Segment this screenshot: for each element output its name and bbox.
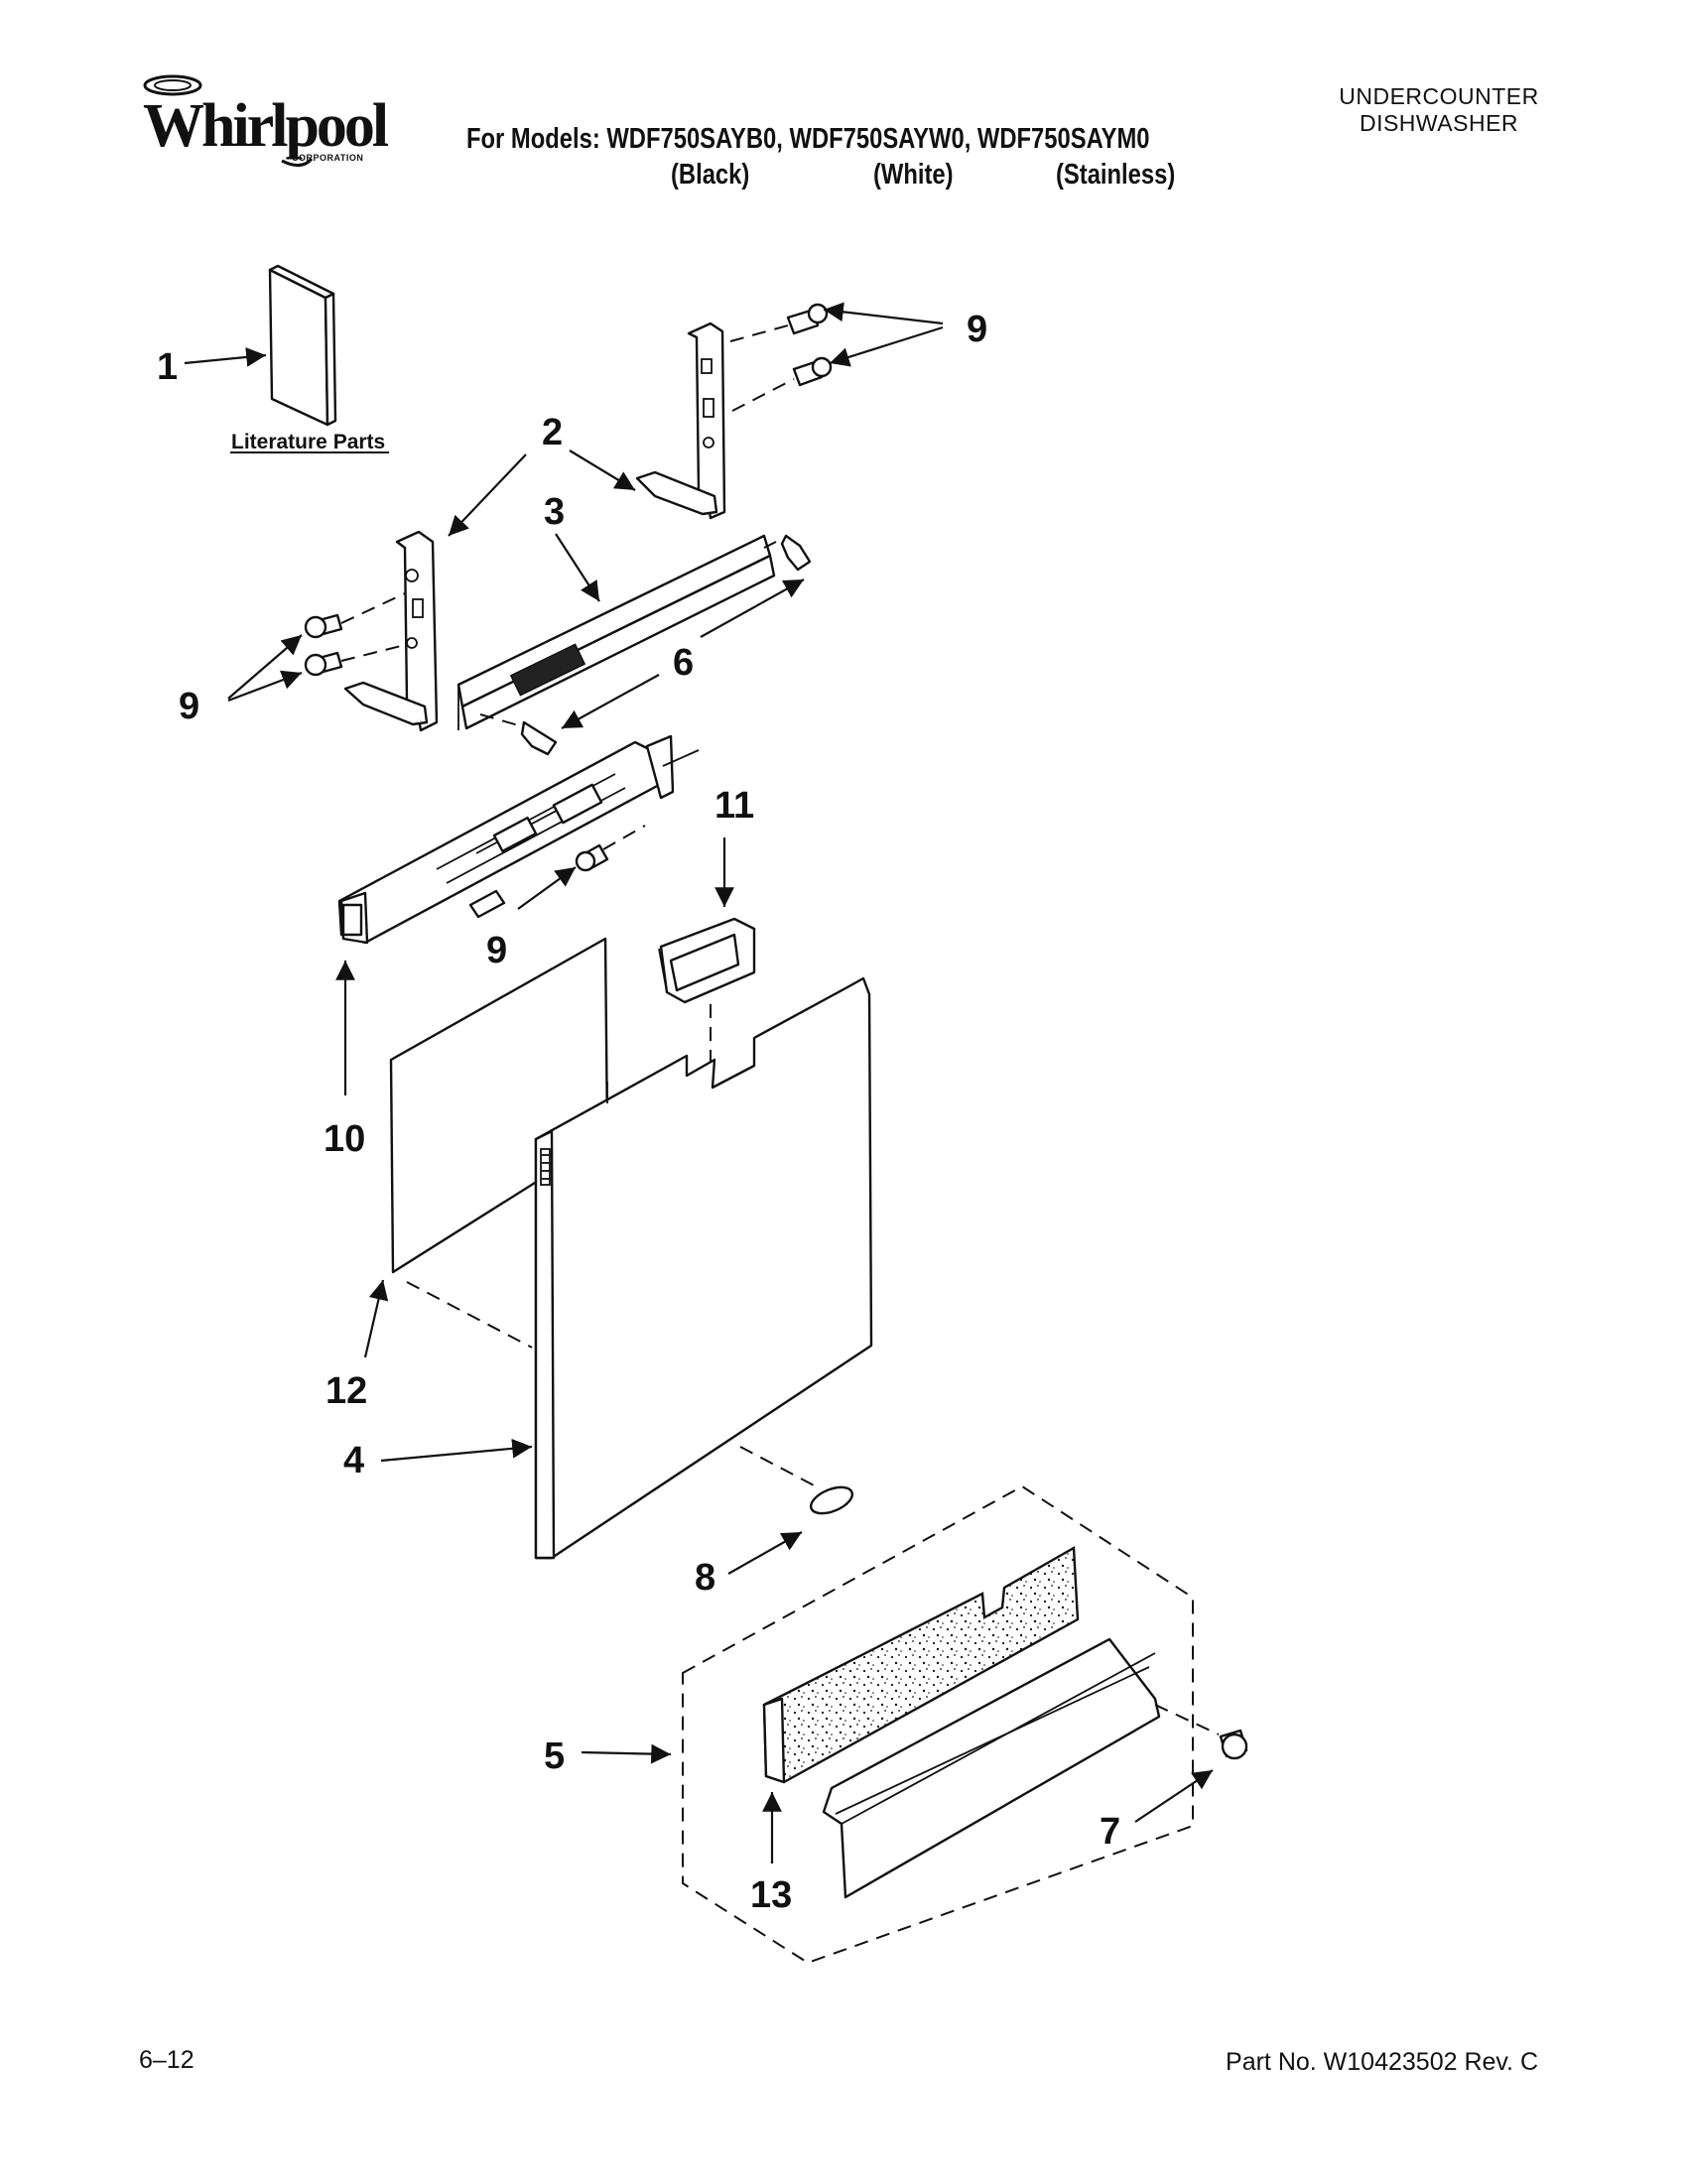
leader-8: [727, 1531, 803, 1575]
leader-9a-1: [823, 302, 944, 325]
leader-6b: [561, 674, 660, 729]
callout-9-top: 9: [967, 309, 987, 350]
callout-7: 7: [1100, 1811, 1120, 1853]
color-label-stainless: (Stainless): [1056, 159, 1176, 191]
toe-panel-assembly-outline: [682, 1484, 1194, 1965]
callout-1: 1: [157, 346, 178, 388]
leader-9a-2: [829, 325, 944, 367]
screw-6b: [479, 713, 558, 756]
toe-panel-screw: [1154, 1704, 1248, 1760]
leader-9b-2: [227, 670, 303, 703]
color-label-black: (Black): [671, 159, 750, 191]
logo-corporation: CORPORATION: [292, 153, 364, 163]
screw-6a: [763, 534, 812, 572]
leader-4: [380, 1438, 533, 1463]
logo-swirl-icon: [143, 74, 314, 167]
product-type: UNDERCOUNTER DISHWASHER: [1290, 83, 1588, 137]
callout-4: 4: [343, 1440, 364, 1481]
toe-panel: [822, 1637, 1161, 1899]
door-handle: [658, 917, 756, 1004]
leader-9b-1: [227, 634, 303, 700]
callout-11: 11: [714, 785, 754, 827]
leader-12: [363, 1279, 389, 1358]
badge: [739, 1446, 854, 1515]
leader-9c: [517, 866, 577, 910]
literature-parts-label: Literature Parts: [231, 431, 385, 453]
outer-door-panel: [534, 976, 873, 1560]
leader-1: [184, 347, 267, 367]
logo-wordmark: Whirlpool: [143, 92, 389, 160]
callout-6: 6: [673, 642, 694, 684]
callout-3: 3: [544, 491, 565, 533]
screw-9-left-1: [304, 592, 406, 639]
door-latch-assembly: [337, 734, 700, 945]
panel-alignment-line: [406, 1281, 533, 1349]
left-hinge-bracket: [343, 530, 439, 732]
leader-5: [581, 1743, 672, 1764]
callout-13: 13: [750, 1874, 792, 1916]
right-hinge-bracket: [635, 321, 726, 520]
models-line: For Models: WDF750SAYB0, WDF750SAYW0, WD…: [466, 123, 1150, 155]
callout-10: 10: [324, 1118, 365, 1160]
leader-2a: [569, 450, 636, 491]
callout-9-left: 9: [179, 686, 199, 727]
color-label-white: (White): [873, 159, 954, 191]
date-code: 6–12: [139, 2046, 195, 2074]
screw-9-top-1: [729, 303, 829, 342]
part-number: Part No. W10423502 Rev. C: [1226, 2048, 1538, 2076]
control-panel-bracket: [456, 534, 776, 730]
callout-12: 12: [325, 1370, 367, 1412]
toe-panel-insulation: [762, 1545, 1080, 1784]
leader-3: [555, 533, 600, 602]
product-type-line-2: DISHWASHER: [1359, 110, 1519, 136]
product-type-line-1: UNDERCOUNTER: [1339, 83, 1539, 109]
leader-6a: [700, 578, 805, 638]
callout-9-latch: 9: [486, 930, 507, 971]
leader-2b: [448, 453, 527, 537]
whirlpool-logo: Whirlpool CORPORATION: [133, 69, 397, 189]
callout-8: 8: [695, 1557, 715, 1599]
callout-5: 5: [544, 1735, 565, 1777]
screw-9-left-2: [304, 644, 406, 677]
screw-9-top-2: [731, 356, 833, 412]
screw-9-latch: [575, 825, 646, 872]
callout-2: 2: [542, 412, 563, 453]
literature-parts: [268, 264, 337, 427]
leader-7: [1134, 1769, 1214, 1823]
